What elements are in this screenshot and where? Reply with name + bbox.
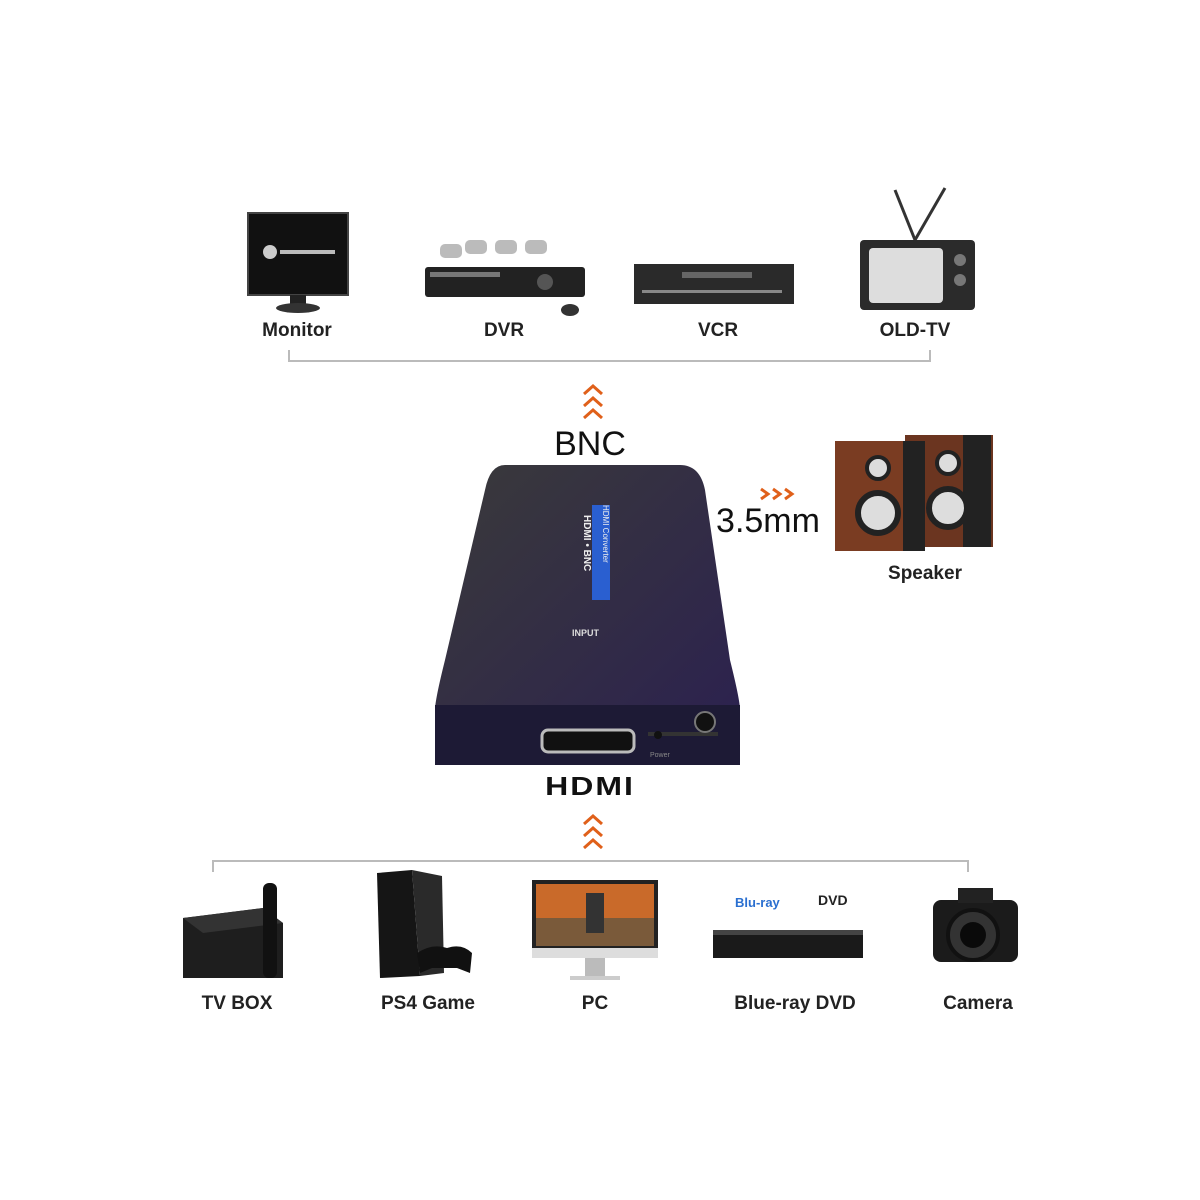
input-bracket	[212, 860, 969, 862]
old-tv-icon	[860, 187, 975, 310]
converter-power-label: Power	[650, 752, 670, 759]
tv-box-icon	[183, 883, 283, 978]
converter-model: HDMI • BNC	[581, 515, 592, 572]
output-bracket	[288, 360, 931, 362]
bnc-label: BNC	[554, 425, 626, 463]
monitor-icon	[247, 212, 349, 313]
arrow-up-icon	[583, 813, 603, 850]
device-label-bluray: Blue-ray DVD	[734, 993, 856, 1014]
device-label-monitor: Monitor	[262, 320, 332, 341]
converter-device	[435, 465, 740, 765]
device-label-pc: PC	[581, 993, 609, 1014]
device-label-vcr: VCR	[697, 320, 739, 341]
speaker-icon	[835, 435, 993, 551]
svg-text:Blu-ray: Blu-ray	[735, 895, 781, 910]
arrow-up-icon	[583, 383, 603, 420]
audio-jack-label: 3.5mm	[716, 502, 820, 540]
ps4-icon	[377, 870, 472, 978]
bluray-player-icon: Blu-ray DVD	[713, 892, 863, 958]
svg-text:DVD: DVD	[818, 892, 848, 908]
bracket-tick	[288, 350, 290, 362]
bracket-tick	[967, 860, 969, 872]
pc-icon	[532, 880, 658, 980]
converter-subtitle: HDMI Converter	[601, 505, 610, 563]
converter-input-label: INPUT	[572, 628, 599, 638]
dvr-icon	[425, 240, 585, 316]
device-label-old-tv: OLD-TV	[879, 320, 951, 341]
device-label-camera: Camera	[943, 993, 1013, 1014]
hdmi-label: HDMI	[545, 771, 635, 801]
camera-icon	[933, 888, 1018, 962]
device-label-speaker: Speaker	[888, 563, 962, 584]
arrow-right-icon	[760, 487, 795, 501]
device-label-dvr: DVR	[483, 320, 525, 341]
device-label-tv-box: TV BOX	[201, 993, 273, 1014]
device-label-ps4: PS4 Game	[381, 993, 475, 1014]
vcr-icon	[634, 264, 794, 304]
bracket-tick	[929, 350, 931, 362]
bracket-tick	[212, 860, 214, 872]
